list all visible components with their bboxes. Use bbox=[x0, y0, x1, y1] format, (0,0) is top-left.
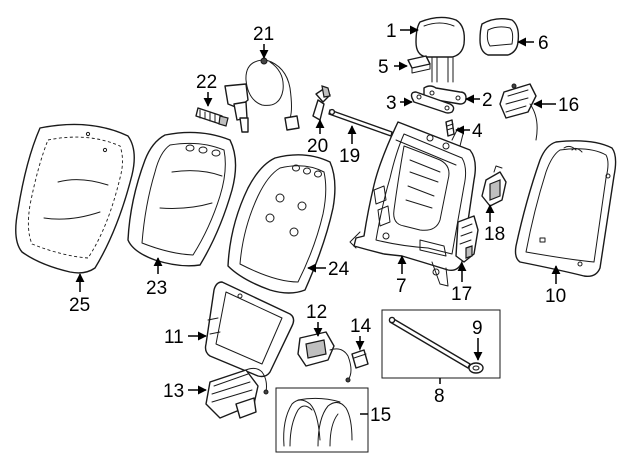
part-17-actuator bbox=[455, 215, 479, 263]
callout-23: 23 bbox=[146, 278, 167, 299]
callout-25: 25 bbox=[69, 295, 90, 316]
callout-12: 12 bbox=[306, 302, 327, 323]
part-12-motor bbox=[297, 331, 352, 383]
part-20-lever bbox=[312, 85, 331, 121]
callout-22: 22 bbox=[196, 72, 217, 93]
callout-14: 14 bbox=[350, 316, 372, 337]
callout-15: 15 bbox=[370, 405, 391, 426]
callout-11: 11 bbox=[164, 327, 184, 348]
callout-10: 10 bbox=[545, 286, 566, 307]
part-7-seat-frame bbox=[349, 121, 477, 287]
part-11-lumbar-mat bbox=[204, 281, 295, 378]
callout-24: 24 bbox=[328, 259, 350, 280]
part-18-motor bbox=[481, 165, 507, 207]
part-15-tubing-group bbox=[275, 387, 369, 453]
part-16-headrest-support bbox=[499, 83, 538, 141]
callout-labels: 1 6 5 2 3 4 16 21 22 20 19 18 7 17 10 23… bbox=[69, 21, 579, 426]
part-3-clip bbox=[410, 91, 455, 114]
callout-13: 13 bbox=[163, 381, 184, 402]
callout-6: 6 bbox=[538, 33, 549, 54]
callout-2: 2 bbox=[482, 90, 493, 111]
callout-8: 8 bbox=[434, 386, 445, 407]
callout-leaders bbox=[75, 25, 561, 415]
part-13-pump bbox=[205, 367, 269, 419]
part-22-connector bbox=[195, 107, 229, 127]
part-10-back-panel bbox=[514, 140, 617, 278]
callout-9: 9 bbox=[472, 318, 483, 339]
part-24-seat-back-pad bbox=[227, 154, 336, 294]
callout-17: 17 bbox=[451, 284, 472, 305]
part-19-rod bbox=[328, 108, 393, 137]
callout-7: 7 bbox=[396, 276, 407, 297]
part-4-bolt bbox=[445, 119, 455, 137]
callout-20: 20 bbox=[307, 136, 328, 157]
part-23-seat-back-cushion bbox=[127, 131, 237, 267]
part-6-headrest-cover bbox=[479, 17, 520, 56]
part-1-headrest bbox=[415, 16, 466, 83]
callout-19: 19 bbox=[339, 146, 360, 167]
part-8-rod-group bbox=[381, 309, 501, 379]
part-25-seat-back-cover bbox=[15, 123, 135, 274]
callout-18: 18 bbox=[484, 224, 505, 245]
callout-3: 3 bbox=[386, 93, 397, 114]
callout-4: 4 bbox=[472, 121, 483, 142]
part-5-guide bbox=[407, 55, 431, 74]
part-21-wire-harness bbox=[224, 57, 300, 133]
callout-1: 1 bbox=[386, 21, 397, 42]
callout-21: 21 bbox=[253, 24, 274, 45]
part-9-grommet bbox=[468, 362, 484, 374]
callout-16: 16 bbox=[558, 95, 579, 116]
callout-5: 5 bbox=[378, 57, 389, 78]
